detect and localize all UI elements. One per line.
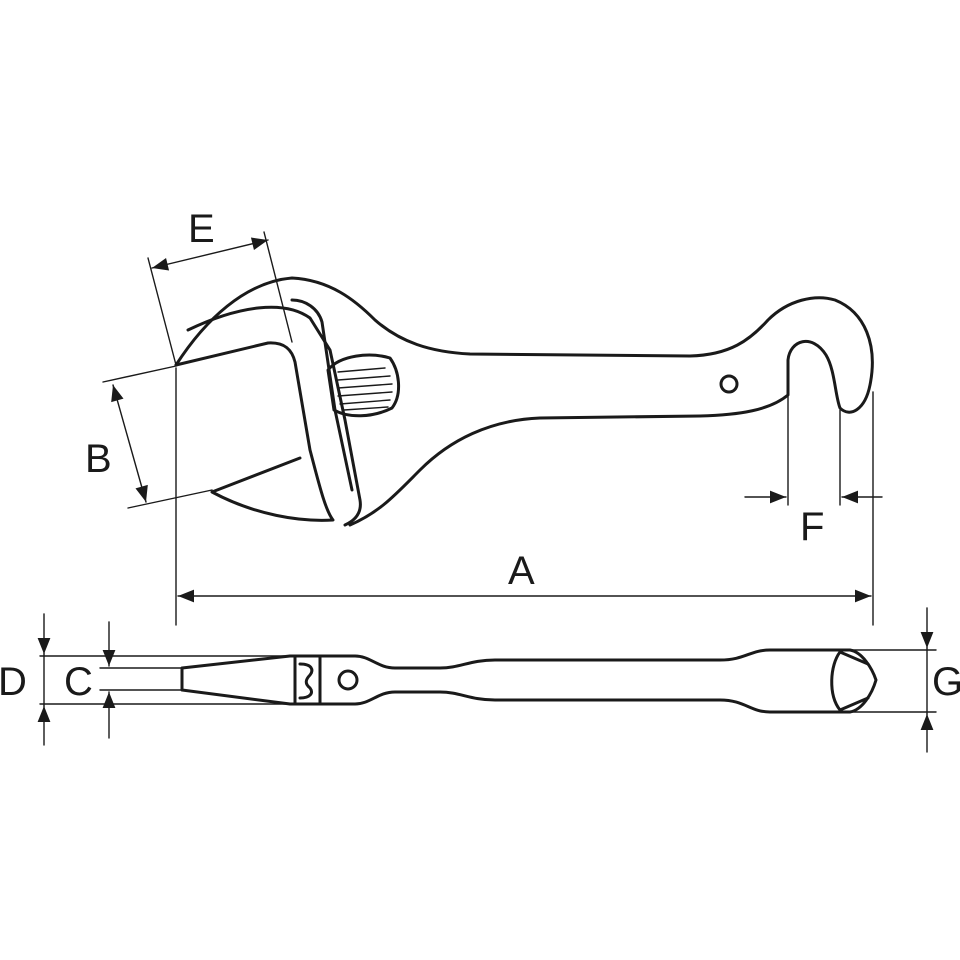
label-G: G [932, 660, 960, 704]
dimension-lines-top [102, 231, 883, 626]
fixed-jaw [174, 341, 335, 522]
dimension-lines-bottom [37, 607, 937, 753]
wrench-body-outline [174, 276, 874, 527]
label-A: A [508, 549, 535, 593]
wrench-side-view [174, 276, 874, 527]
edge-outline [180, 648, 878, 714]
hang-hole [719, 374, 739, 394]
label-C: C [64, 660, 93, 704]
label-D: D [0, 660, 27, 704]
adjusting-worm [326, 353, 400, 418]
edge-worm-housing [293, 654, 322, 706]
label-B: B [85, 437, 112, 481]
wrench-edge-view [180, 648, 878, 714]
movable-jaw [186, 305, 362, 527]
label-F: F [800, 505, 824, 549]
label-E: E [188, 207, 215, 251]
jaw-inner-line [290, 298, 354, 492]
edge-hook-facets [830, 650, 870, 712]
edge-pin [337, 669, 359, 691]
